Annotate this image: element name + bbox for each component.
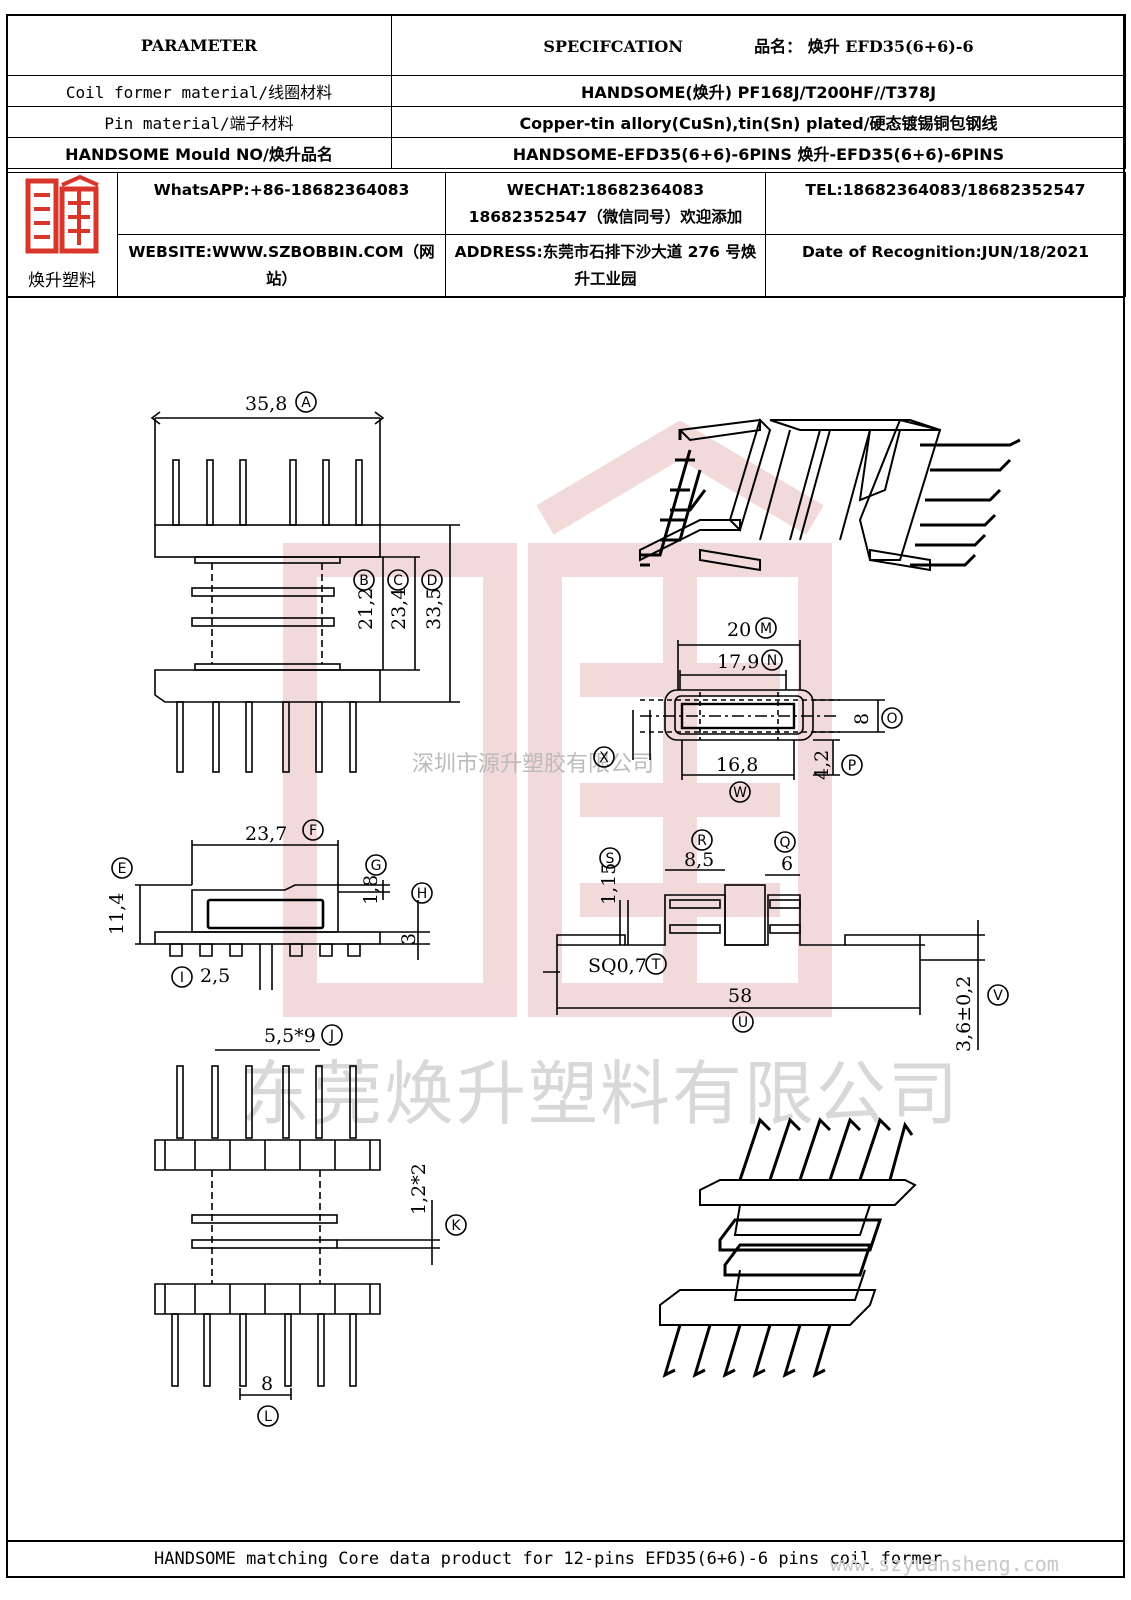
ref-o-icon: O <box>886 711 897 727</box>
mould-no-value: HANDSOME-EFD35(6+6)-6PINS 焕升-EFD35(6+6)-… <box>391 137 1126 169</box>
ref-v-icon: V <box>993 988 1003 1004</box>
dim-j-value: 5,5*9 <box>264 1025 316 1047</box>
ref-i-icon: I <box>180 970 184 986</box>
watermark-large-text: 东莞焕升塑料有限公司 <box>240 1053 960 1135</box>
dim-u-value: 58 <box>728 985 752 1007</box>
ref-u-icon: U <box>738 1015 748 1031</box>
ref-j-icon: J <box>329 1028 334 1044</box>
page-frame <box>6 14 1125 1578</box>
ref-g-icon: G <box>371 858 382 874</box>
dim-h-value: 3 <box>398 933 420 945</box>
ref-w-icon: W <box>733 785 747 801</box>
specification-heading: SPECIFCATION 品名： 焕升 EFD35(6+6)-6 <box>391 14 1126 76</box>
front-view <box>150 411 460 773</box>
ref-q-icon: Q <box>779 835 790 851</box>
dim-i-value: 2,5 <box>200 965 230 987</box>
coil-material-label: Coil former material/线圈材料 <box>6 75 392 107</box>
ref-r-icon: R <box>697 833 707 849</box>
dim-w-value: 16,8 <box>716 754 758 776</box>
dim-n-value: 17,9 <box>717 651 759 673</box>
dim-v-value: 3,6±0,2 <box>953 976 975 1052</box>
ref-a-icon: A <box>301 395 311 411</box>
dim-g-value: 1,8 <box>360 875 382 905</box>
side-view <box>135 840 430 990</box>
dim-e-value: 11,4 <box>106 893 128 935</box>
specification-label: SPECIFCATION <box>543 37 683 56</box>
address: ADDRESS:东莞市石排下沙大道 276 号焕升工业园 <box>445 234 766 297</box>
dim-a-value: 35,8 <box>245 393 287 415</box>
company-info-table: 焕升塑料 WhatsAPP:+86-18682364083 WECHAT:186… <box>6 172 1126 297</box>
logo-mark-icon <box>25 174 99 253</box>
ref-m-icon: M <box>760 621 772 637</box>
dim-d-value: 33,5 <box>423 588 445 630</box>
logo-text: 焕升塑料 <box>28 270 96 291</box>
ref-b-icon: B <box>359 573 369 589</box>
footer-note: HANDSOME matching Core data product for … <box>6 1540 1125 1578</box>
ref-p-icon: P <box>848 758 856 774</box>
telephone: TEL:18682364083/18682352547 <box>765 172 1126 235</box>
dim-s-value: 1,15 <box>598 863 620 905</box>
dim-c-value: 23,4 <box>388 588 410 630</box>
ref-n-icon: N <box>767 653 777 669</box>
parameter-heading: PARAMETER <box>6 14 392 76</box>
ref-c-icon: C <box>393 573 403 589</box>
dim-l-value: 8 <box>261 1373 273 1395</box>
dim-m-value: 20 <box>727 619 751 641</box>
dim-k-value: 1,2*2 <box>408 1163 430 1215</box>
bottom-view <box>632 640 885 780</box>
isometric-bottom-view <box>659 1117 917 1378</box>
ref-s-icon: S <box>606 851 615 867</box>
whatsapp: WhatsAPP:+86-18682364083 <box>117 172 446 235</box>
pin-profile-view <box>543 869 985 1050</box>
dim-r-value: 8,5 <box>684 849 714 871</box>
dim-f-value: 23,7 <box>245 823 287 845</box>
ref-e-icon: E <box>118 861 127 877</box>
product-name: 品名： 焕升 EFD35(6+6)-6 <box>754 37 974 56</box>
ref-t-icon: T <box>651 957 661 973</box>
ref-l-icon: L <box>264 1409 272 1425</box>
wechat: WECHAT:18682364083 18682352547（微信同号）欢迎添加 <box>445 172 766 235</box>
coil-material-value: HANDSOME(焕升) PF168J/T200HF//T378J <box>391 75 1126 107</box>
recognition-date: Date of Recognition:JUN/18/2021 <box>765 234 1126 297</box>
top-pin-view <box>154 1049 440 1400</box>
dim-o-value: 8 <box>851 713 873 725</box>
isometric-top-view <box>639 418 1021 572</box>
ref-f-icon: F <box>309 823 317 839</box>
dim-q-value: 6 <box>781 853 793 875</box>
ref-h-icon: H <box>417 886 428 902</box>
website: WEBSITE:WWW.SZBOBBIN.COM（网站） <box>117 234 446 297</box>
wechat-line-1: WECHAT:18682364083 <box>506 181 705 199</box>
dim-p-value: 4,2 <box>811 750 833 780</box>
wechat-line-2: 18682352547（微信同号）欢迎添加 <box>468 208 743 226</box>
dim-b-value: 21,2 <box>355 588 377 630</box>
watermark-website: www.szyuansheng.com <box>830 1552 1059 1576</box>
ref-k-icon: K <box>451 1218 461 1234</box>
ref-x-icon: X <box>599 750 609 766</box>
spec-table: PARAMETER SPECIFCATION 品名： 焕升 EFD35(6+6)… <box>6 14 1126 169</box>
ref-d-icon: D <box>427 573 438 589</box>
section-divider <box>6 296 1125 298</box>
dim-t-value: SQ0,7 <box>588 955 647 977</box>
